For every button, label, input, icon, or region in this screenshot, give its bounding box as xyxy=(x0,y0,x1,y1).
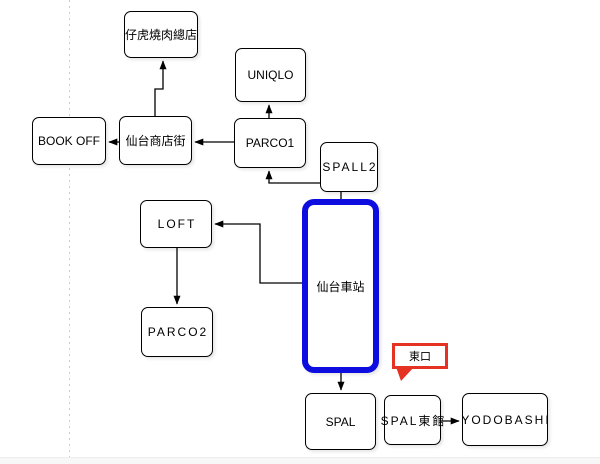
edge-station-to-loft[interactable] xyxy=(214,220,302,284)
node-yakiniku-label: 仔虎燒肉總店 xyxy=(125,28,198,42)
node-shopping-street-label: 仙台商店街 xyxy=(125,134,186,148)
node-bookoff-label: BOOK OFF xyxy=(37,134,100,148)
node-spal-east[interactable]: SPAL東館 xyxy=(381,395,444,445)
node-parco1-label: PARCO1 xyxy=(245,136,295,150)
node-spal-label: SPAL xyxy=(325,414,356,429)
edge-shoppingstreet-to-yakiniku[interactable] xyxy=(154,60,167,116)
node-spal-east-label: SPAL東館 xyxy=(380,413,447,428)
edge-spall2-to-parco1[interactable] xyxy=(265,170,320,184)
node-uniqlo-label: UNIQLO xyxy=(247,68,294,82)
node-spal-l2-label: SPALL2 xyxy=(322,160,378,174)
east-exit-callout-tail xyxy=(396,367,414,381)
node-spal-l2[interactable]: SPALL2 xyxy=(320,142,378,192)
node-spal[interactable]: SPAL xyxy=(305,393,376,450)
node-yodobashi[interactable]: YODOBASHI xyxy=(461,393,551,446)
node-parco2-label: PARCO2 xyxy=(147,325,209,339)
east-exit-callout-label: 東口 xyxy=(409,351,431,363)
node-uniqlo[interactable]: UNIQLO xyxy=(235,48,306,102)
node-loft-label: LOFT xyxy=(157,217,197,231)
node-parco2[interactable]: PARCO2 xyxy=(141,307,213,357)
node-bookoff[interactable]: BOOK OFF xyxy=(32,117,106,165)
east-exit-callout[interactable]: 東口 xyxy=(392,343,448,369)
node-station-label: 仙台車站 xyxy=(316,279,365,294)
node-station[interactable]: 仙台車站 xyxy=(302,199,379,373)
node-yakiniku[interactable]: 仔虎燒肉總店 xyxy=(124,11,198,58)
node-parco1[interactable]: PARCO1 xyxy=(234,118,306,168)
canvas-bottom-strip xyxy=(0,457,600,464)
node-loft[interactable]: LOFT xyxy=(140,200,212,248)
node-shopping-street[interactable]: 仙台商店街 xyxy=(119,116,192,165)
node-yodobashi-label: YODOBASHI xyxy=(461,412,551,427)
